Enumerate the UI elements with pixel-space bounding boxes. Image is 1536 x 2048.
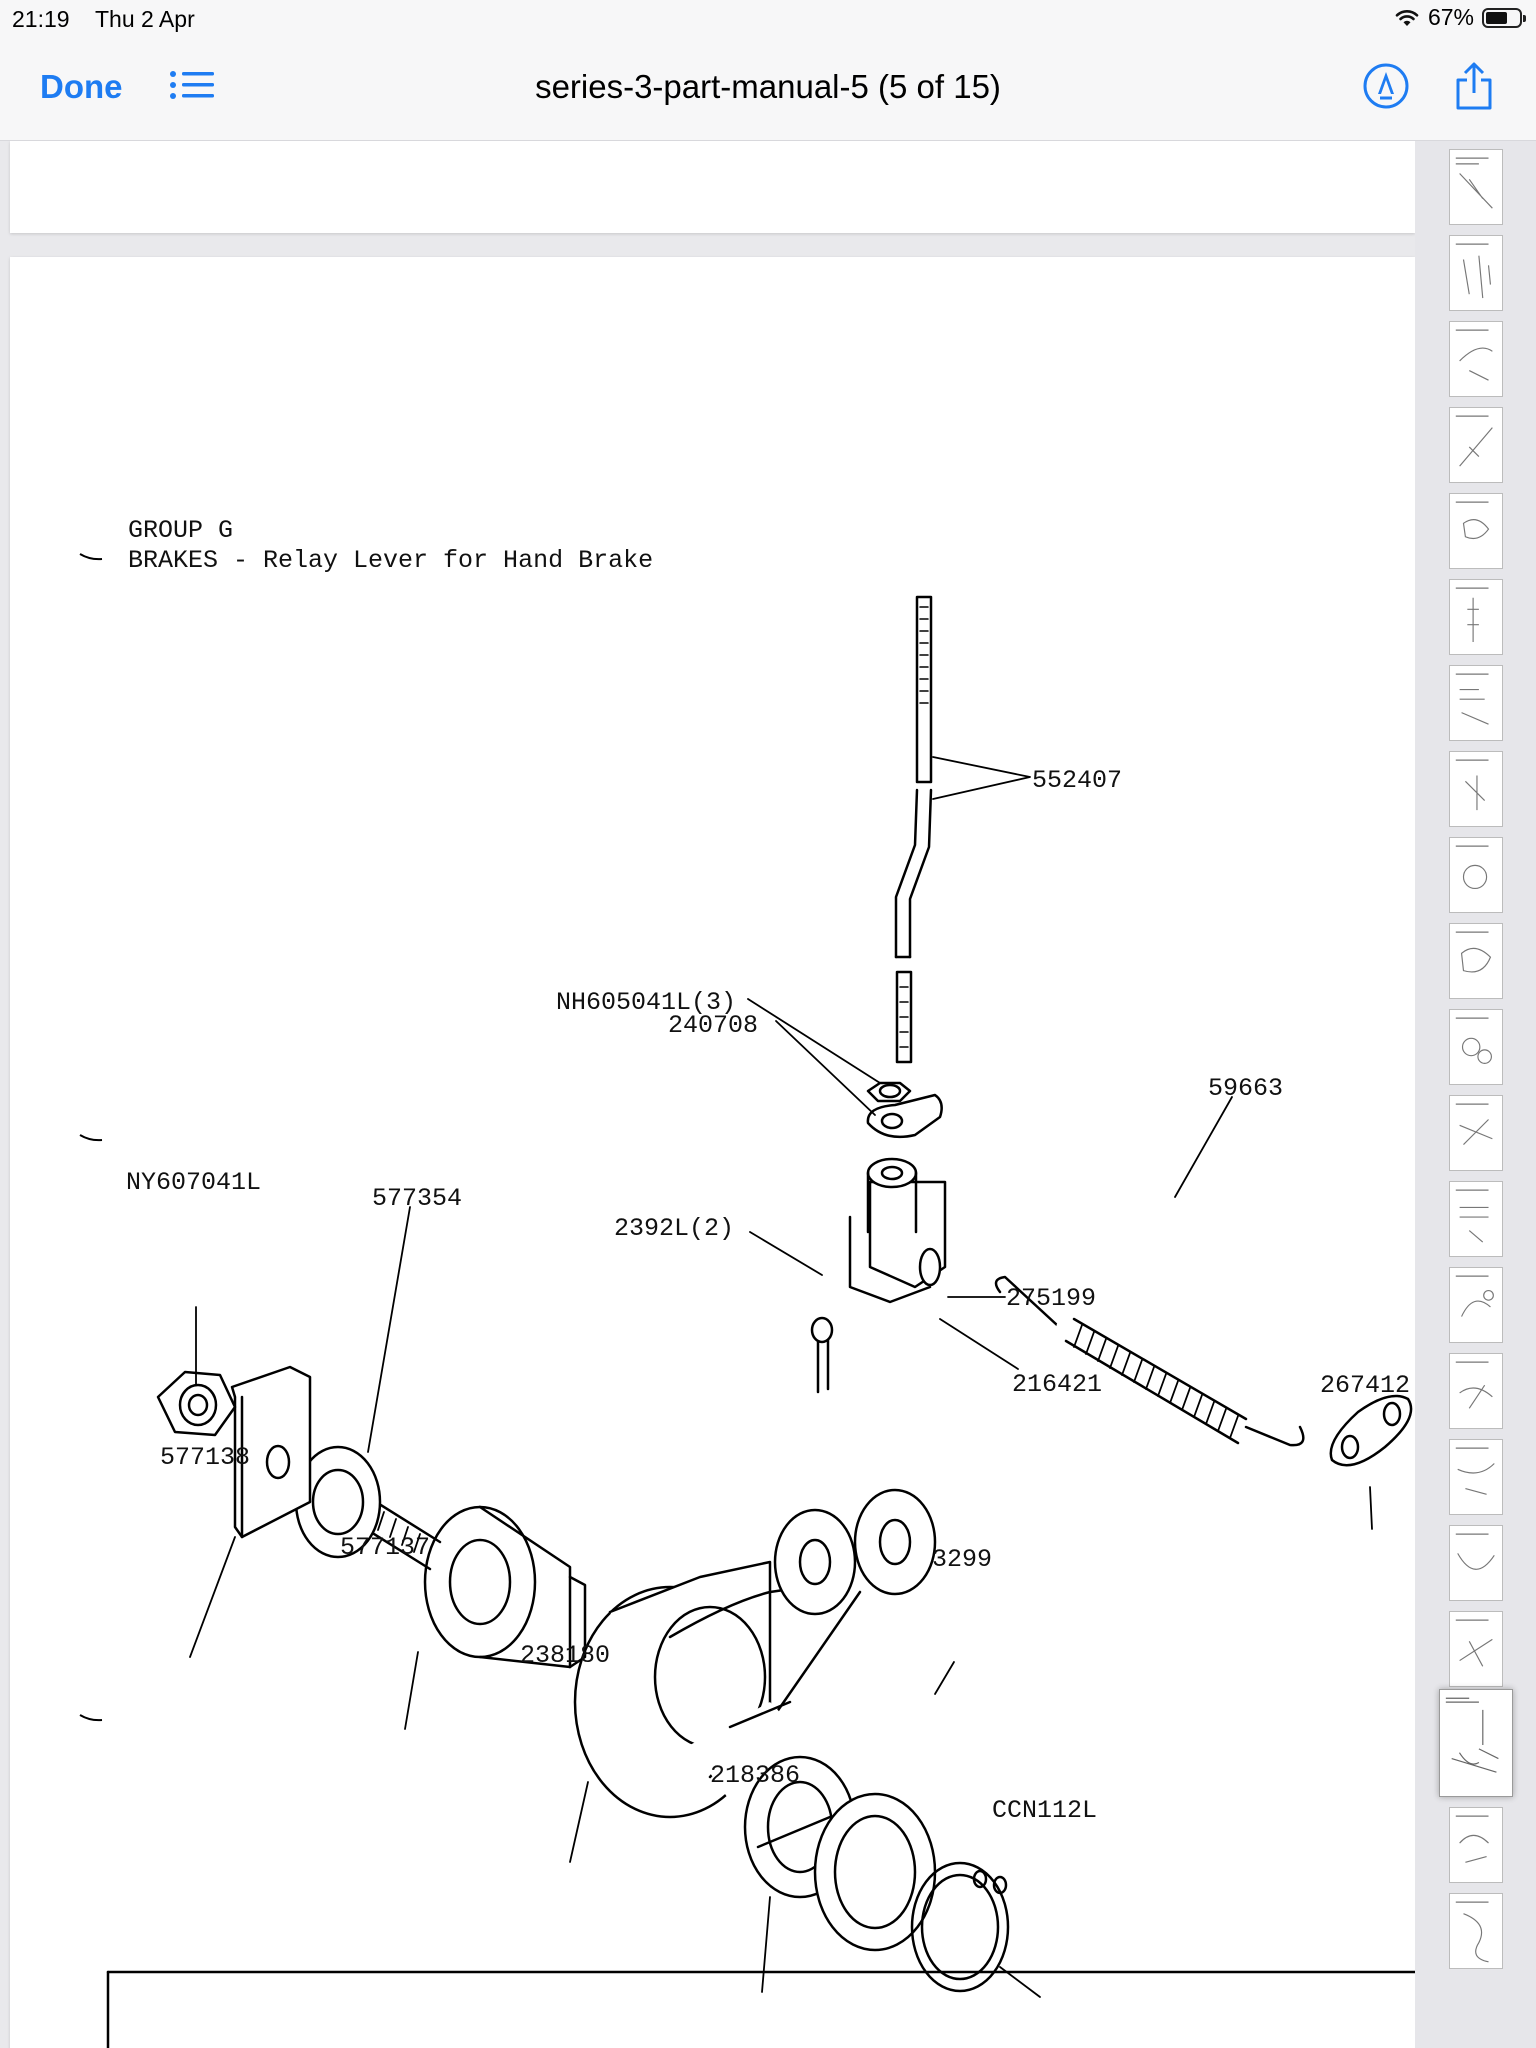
page-thumbnail[interactable] xyxy=(1449,1095,1503,1171)
markup-pen-icon xyxy=(1363,63,1409,109)
part-label: CCN112L xyxy=(992,1796,1097,1825)
page-thumbnail[interactable] xyxy=(1449,1181,1503,1257)
part-label: NH605041L(3) xyxy=(556,988,736,1017)
battery-icon xyxy=(1482,7,1526,28)
previous-page xyxy=(10,141,1415,233)
share-button[interactable] xyxy=(1450,60,1498,112)
page-thumbnail[interactable] xyxy=(1449,1807,1503,1883)
page-thumbnail[interactable] xyxy=(1449,751,1503,827)
markup-button[interactable] xyxy=(1362,62,1410,110)
parts-diagram: GROUP G BRAKES - Relay Lever for Hand Br… xyxy=(79,516,1415,2048)
page-thumbnail[interactable] xyxy=(1449,493,1503,569)
list-icon xyxy=(170,71,214,99)
page-thumbnail[interactable] xyxy=(1449,579,1503,655)
part-label: 577354 xyxy=(372,1184,462,1213)
page-thumbnail-strip[interactable] xyxy=(1415,141,1536,2048)
page-thumbnail[interactable] xyxy=(1449,149,1503,225)
part-label: NY607041L xyxy=(126,1168,261,1197)
current-page: GROUP G BRAKES - Relay Lever for Hand Br… xyxy=(10,257,1415,2048)
outline-list-button[interactable] xyxy=(168,68,218,108)
page-thumbnail[interactable] xyxy=(1449,321,1503,397)
part-label: 267412 xyxy=(1320,1371,1410,1400)
battery-level-fill xyxy=(1486,11,1507,24)
status-bar: 21:19 Thu 2 Apr 67% xyxy=(0,0,1536,40)
page-thumbnail[interactable] xyxy=(1449,665,1503,741)
page-thumbnail[interactable] xyxy=(1449,1009,1503,1085)
part-label: 3299 xyxy=(932,1545,992,1574)
part-label: 552407 xyxy=(1032,766,1122,795)
part-label: 577138 xyxy=(160,1443,250,1472)
status-indicators: 67% xyxy=(1394,4,1526,31)
part-label: 577137 xyxy=(340,1533,430,1562)
part-label: 2392L(2) xyxy=(614,1214,734,1243)
part-label: 216421 xyxy=(1012,1370,1102,1399)
page-thumbnail[interactable] xyxy=(1449,235,1503,311)
status-date: Thu 2 Apr xyxy=(95,6,195,32)
page-thumbnail[interactable] xyxy=(1449,1893,1503,1969)
page-thumbnail[interactable] xyxy=(1449,1267,1503,1343)
part-label: 240708 xyxy=(668,1011,758,1040)
page-thumbnail-selected[interactable] xyxy=(1439,1689,1513,1797)
part-label: 59663 xyxy=(1208,1074,1283,1103)
nav-bar: Done series-3-part-manual-5 (5 of 15) xyxy=(0,40,1536,141)
document-viewer[interactable]: GROUP G BRAKES - Relay Lever for Hand Br… xyxy=(0,141,1415,2048)
page-thumbnail[interactable] xyxy=(1449,1439,1503,1515)
section-heading: BRAKES - Relay Lever for Hand Brake xyxy=(128,546,653,575)
group-label: GROUP G xyxy=(128,516,233,545)
battery-percent: 67% xyxy=(1427,4,1474,30)
page-thumbnail[interactable] xyxy=(1449,1611,1503,1687)
page-thumbnail[interactable] xyxy=(1449,923,1503,999)
document-title: series-3-part-manual-5 (5 of 15) xyxy=(535,68,1001,105)
page-thumbnail[interactable] xyxy=(1449,1525,1503,1601)
page-thumbnail[interactable] xyxy=(1449,1353,1503,1429)
page-thumbnail[interactable] xyxy=(1449,837,1503,913)
part-label: 275199 xyxy=(1006,1284,1096,1313)
status-time: 21:19 xyxy=(12,6,70,32)
done-button[interactable]: Done xyxy=(40,68,123,105)
wifi-icon xyxy=(1395,9,1419,26)
page-thumbnail[interactable] xyxy=(1449,407,1503,483)
part-label: 238180 xyxy=(520,1641,610,1670)
share-icon xyxy=(1456,62,1492,110)
part-label: 218386 xyxy=(710,1761,800,1790)
